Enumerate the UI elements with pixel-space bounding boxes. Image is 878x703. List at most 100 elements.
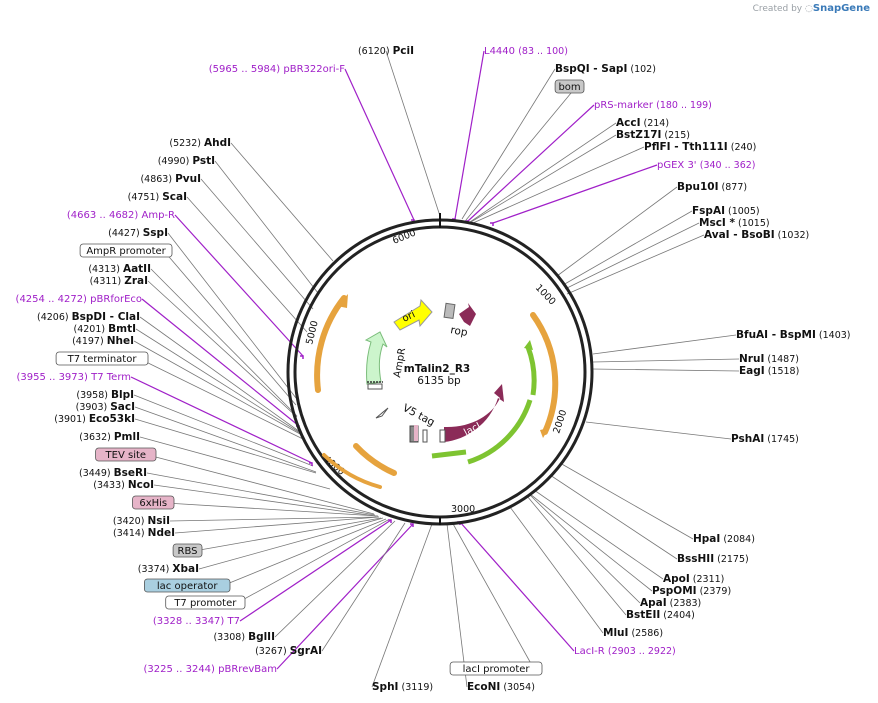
site-label-mlui: MluI (2586)	[603, 627, 663, 639]
site-label-apai: ApaI (2383)	[640, 597, 701, 609]
svg-text:MscI * (1015): MscI * (1015)	[699, 217, 770, 229]
site-label-xbai: (3374) XbaI	[138, 563, 199, 575]
tick-label-6000: 6000	[391, 228, 418, 247]
leader-line	[239, 519, 392, 622]
leader-line	[276, 523, 414, 670]
site-label-bstz17i: BstZ17I (215)	[616, 129, 690, 141]
svg-text:AmpR promoter: AmpR promoter	[86, 246, 166, 257]
site-label-l4440: L4440 (83 .. 100)	[484, 46, 568, 57]
svg-text:AccI (214): AccI (214)	[616, 117, 669, 129]
leader-line	[469, 122, 617, 223]
leader-line	[214, 160, 319, 294]
arrowhead-icon	[337, 294, 348, 308]
leader-line	[509, 506, 604, 634]
site-label-t7: (3328 .. 3347) T7	[153, 616, 240, 627]
site-label-aatii: (4313) AatII	[88, 263, 151, 275]
site-label-pspomi: PspOMI (2379)	[652, 585, 731, 597]
credit: Created by ◌SnapGene	[753, 3, 870, 14]
feature-box	[165, 595, 246, 610]
feature-box	[554, 79, 585, 94]
leader-line	[556, 186, 678, 277]
feature-label-V5-tag: V5 tag	[401, 402, 437, 429]
leader-line	[461, 68, 556, 220]
site-label-t7-terminator: T7 terminator	[55, 351, 149, 366]
svg-text:EcoNI (3054): EcoNI (3054)	[467, 681, 535, 693]
leader-line	[169, 516, 380, 522]
svg-text:(4427) SspI: (4427) SspI	[108, 227, 168, 239]
svg-text:(3328 .. 3347) T7: (3328 .. 3347) T7	[153, 616, 240, 627]
leader-line	[165, 502, 379, 517]
svg-text:(4197) NheI: (4197) NheI	[72, 335, 134, 347]
plasmid-size: 6135 bp	[417, 375, 461, 387]
svg-text:RBS: RBS	[178, 546, 198, 557]
feature-bom	[443, 302, 456, 320]
svg-text:(3449) BseRI: (3449) BseRI	[79, 467, 147, 479]
leader-line	[549, 474, 678, 560]
site-label-laci-promoter: lacI promoter	[449, 661, 543, 676]
site-label-tev-site: TEV site	[95, 447, 157, 462]
leader-line	[167, 232, 297, 399]
leader-line	[529, 493, 653, 592]
site-label-bglii: (3308) BglII	[213, 631, 275, 643]
leader-line	[467, 104, 595, 222]
leader-line	[566, 234, 705, 295]
feature-box	[55, 351, 149, 366]
credit-brand: SnapGene	[812, 3, 870, 14]
site-label-pbrforeco: (4254 .. 4272) pBRforEco	[16, 294, 142, 305]
leader-line	[526, 495, 627, 616]
leader-line	[454, 50, 485, 220]
feature-green-bottom	[431, 449, 467, 459]
feature-AmpR-promoter	[367, 383, 383, 390]
site-label-blpi: (3958) BlpI	[76, 389, 134, 401]
feature-his-block	[414, 425, 418, 441]
leader-line	[585, 421, 732, 440]
svg-text:(4201) BmtI: (4201) BmtI	[74, 323, 136, 335]
svg-text:(3632) PmlI: (3632) PmlI	[79, 431, 140, 443]
leader-line	[492, 164, 658, 224]
svg-text:L4440 (83 .. 100): L4440 (83 .. 100)	[484, 46, 568, 57]
svg-text:BstZ17I (215): BstZ17I (215)	[616, 129, 690, 141]
leader-line	[133, 340, 301, 435]
svg-text:(5232) AhdI: (5232) AhdI	[169, 137, 231, 149]
site-label-rbs: RBS	[172, 543, 203, 558]
svg-text:BssHII (2175): BssHII (2175)	[677, 553, 749, 565]
svg-text:EagI (1518): EagI (1518)	[739, 365, 799, 377]
site-label-saci: (3903) SacI	[76, 401, 135, 413]
site-label-pshai: PshAI (1745)	[731, 433, 799, 445]
site-label-pcii: (6120) PciI	[358, 45, 414, 57]
leader-line	[174, 516, 380, 534]
site-label-apoi: ApoI (2311)	[663, 573, 724, 585]
feature-orange-left	[314, 295, 347, 393]
site-label-t7-promoter: T7 promoter	[165, 595, 246, 610]
svg-text:BspQI - SapI (102): BspQI - SapI (102)	[555, 63, 656, 75]
svg-text:Bpu10I (877): Bpu10I (877)	[677, 181, 747, 193]
svg-text:lacI promoter: lacI promoter	[463, 664, 531, 675]
feature-green-bottom-right	[467, 399, 533, 465]
feature-box	[172, 543, 203, 558]
leader-line	[150, 268, 298, 417]
arrowhead-icon	[540, 428, 549, 438]
svg-text:(3903) SacI: (3903) SacI	[76, 401, 135, 413]
leader-line	[465, 86, 577, 221]
svg-text:(3225 .. 3244) pBRrevBam: (3225 .. 3244) pBRrevBam	[144, 664, 277, 675]
leader-line	[193, 517, 382, 552]
svg-text:NruI (1487): NruI (1487)	[739, 353, 799, 365]
svg-text:(4751) ScaI: (4751) ScaI	[128, 191, 187, 203]
leader-line	[230, 142, 334, 262]
plasmid-name: mTalin2_R3	[404, 363, 470, 375]
svg-text:(3420) NsiI: (3420) NsiI	[113, 515, 170, 527]
site-label-bmti: (4201) BmtI	[74, 323, 136, 335]
site-label-laci-r: LacI-R (2903 .. 2922)	[574, 646, 676, 657]
leader-line	[135, 328, 301, 434]
site-label-bpu10i: Bpu10I (877)	[677, 181, 747, 193]
leader-line	[344, 68, 415, 221]
feature-orange-bottom-2	[322, 453, 382, 489]
leader-lines	[130, 50, 740, 688]
feature-box	[143, 578, 231, 593]
tick-label-5000: 5000	[304, 320, 321, 346]
site-label-bom: bom	[554, 79, 585, 94]
site-label-psti: (4990) PstI	[158, 155, 215, 167]
site-label-avai: AvaI - BsoBI (1032)	[704, 229, 809, 241]
site-label-bspqi: BspQI - SapI (102)	[555, 63, 656, 75]
leader-line	[186, 196, 308, 333]
